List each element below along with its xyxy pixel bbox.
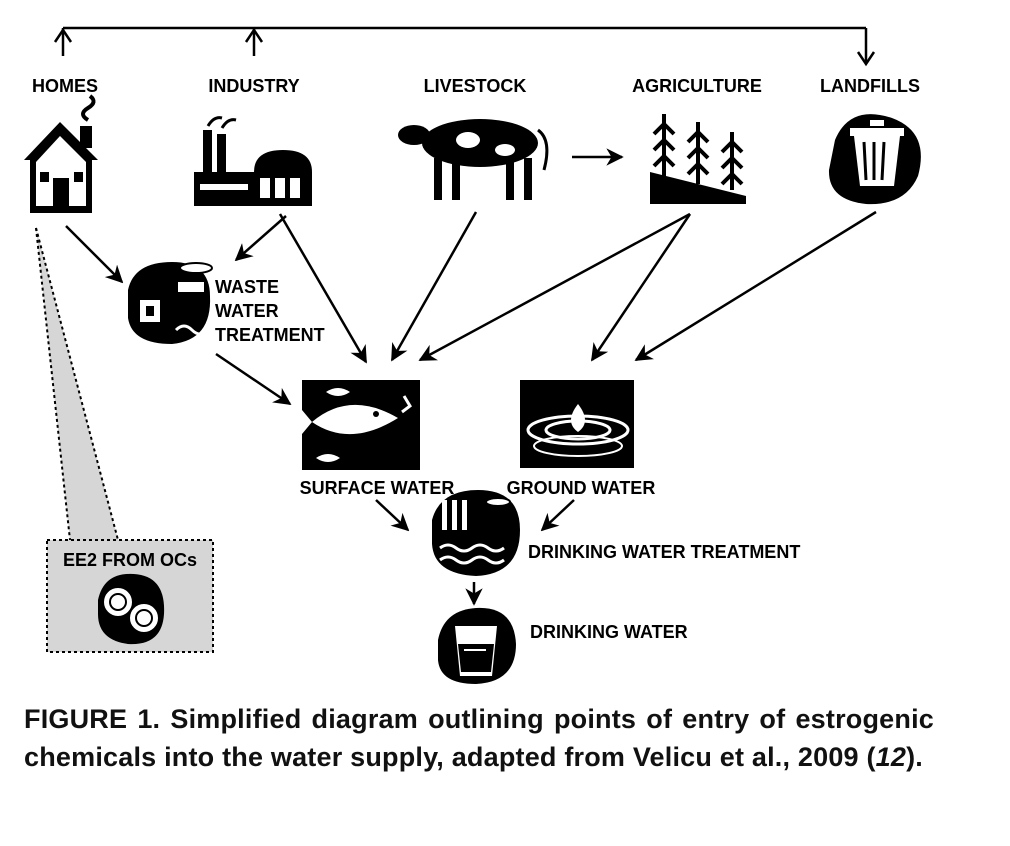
industry-label: INDUSTRY — [208, 76, 299, 96]
drinking-water-treatment-icon — [432, 490, 520, 576]
drinking-water-label: DRINKING WATER — [530, 622, 688, 642]
waste-label-line2: WATER — [215, 301, 279, 321]
ground-water-icon — [520, 380, 634, 468]
arrow-surface-to-treatment — [375, 499, 410, 532]
arrow-industry-to-waste — [234, 215, 287, 262]
drinking-water-glass-icon — [438, 607, 516, 684]
livestock-label: LIVESTOCK — [424, 76, 527, 96]
landfills-label: LANDFILLS — [820, 76, 920, 96]
arrow-ground-to-treatment — [540, 499, 575, 532]
caption-ref: 12 — [875, 742, 907, 772]
arrow-landfills-to-ground — [634, 210, 877, 362]
surface-water-icon — [302, 380, 420, 470]
ee2-callout: EE2 FROM OCs — [35, 227, 214, 653]
cow-icon — [398, 119, 549, 200]
arrow-waste-to-surface — [215, 352, 292, 406]
arrow-homes-to-waste — [65, 225, 124, 284]
top-connector — [53, 26, 876, 67]
agriculture-label: AGRICULTURE — [632, 76, 762, 96]
homes-label: HOMES — [32, 76, 98, 96]
arrow-agriculture-to-ground — [590, 213, 692, 362]
house-icon — [24, 94, 98, 213]
crops-icon — [650, 114, 746, 204]
waste-label-line1: WASTE — [215, 277, 279, 297]
arrow-livestock-to-surface — [390, 211, 478, 362]
flow-arrows — [65, 210, 877, 606]
caption-text: FIGURE 1. Simplified diagram outlining p… — [24, 704, 934, 772]
figure-caption: FIGURE 1. Simplified diagram outlining p… — [24, 700, 934, 776]
ground-water-label: GROUND WATER — [507, 478, 656, 498]
flow-diagram: HOMES INDUSTRY LIVESTOCK AGRICULTURE LAN… — [24, 26, 921, 684]
ee2-label: EE2 FROM OCs — [63, 550, 197, 570]
drinking-water-treatment-label: DRINKING WATER TREATMENT — [528, 542, 800, 562]
caption-end: ). — [906, 742, 924, 772]
arrow-agriculture-to-surface — [418, 212, 691, 362]
trash-can-icon — [828, 114, 921, 205]
surface-water-label: SURFACE WATER — [300, 478, 455, 498]
factory-icon — [194, 116, 312, 206]
waste-water-treatment-icon — [128, 262, 213, 344]
arrow-industry-to-surface — [278, 213, 368, 364]
pill-pack-icon — [98, 573, 165, 645]
waste-label-line3: TREATMENT — [215, 325, 325, 345]
